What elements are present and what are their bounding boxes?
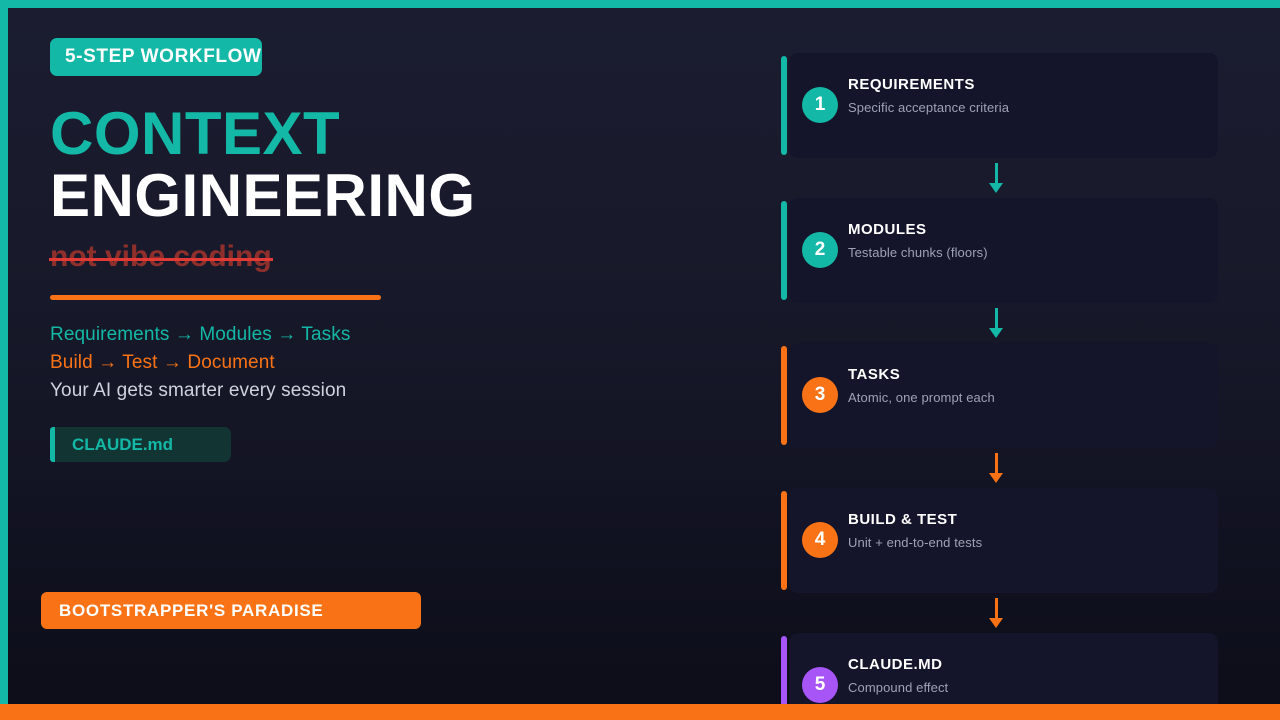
step-desc-3: Atomic, one prompt each [848,390,995,405]
bullet-item-3: Your AI gets smarter every session [50,380,347,401]
connector-arrowhead-2 [989,328,1003,338]
step-title-2: MODULES [848,221,927,238]
step-text-4: BUILD & TEST Unit + end-to-end tests [848,510,1198,551]
step-title-1: REQUIREMENTS [848,76,975,93]
step-connector-arrow-4 [781,593,1211,633]
workflow-step-1[interactable]: 1 REQUIREMENTS Specific acceptance crite… [781,53,1218,158]
step-accent-bar-5 [781,636,787,720]
connector-arrowhead-4 [989,618,1003,628]
step-number-badge-1: 1 [802,87,838,123]
connector-arrowhead-3 [989,473,1003,483]
connector-shaft-4 [995,598,998,620]
step-card-2 [789,198,1218,303]
left-content-column: 5-STEP WORKFLOW CONTEXT ENGINEERING not … [49,38,710,462]
connector-arrowhead-1 [989,183,1003,193]
bullet-item-2: Build → Test → Document [50,352,275,373]
claude-md-pill-label: CLAUDE.md [72,435,174,454]
step-connector-arrow-1 [781,158,1211,198]
step-title-4: BUILD & TEST [848,511,958,528]
step-title-3: TASKS [848,366,901,383]
step-text-2: MODULES Testable chunks (floors) [848,220,1198,261]
strikethrough-subtitle-text: not vibe coding [50,240,272,273]
step-title-5: CLAUDE.MD [848,656,943,673]
workflow-step-4[interactable]: 4 BUILD & TEST Unit + end-to-end tests [781,488,1218,593]
step-number-badge-3: 3 [802,377,838,413]
step-desc-2: Testable chunks (floors) [848,245,988,260]
page-title-line-1: CONTEXT [50,100,341,167]
orange-divider [50,295,381,300]
step-number-badge-2: 2 [802,232,838,268]
step-connector-arrow-2 [781,303,1211,343]
step-number-badge-4: 4 [802,522,838,558]
step-text-5: CLAUDE.MD Compound effect [848,655,1198,696]
strikethrough-bar [49,258,273,261]
step-accent-bar-2 [781,201,787,300]
step-accent-bar-1 [781,56,787,155]
step-connector-arrow-3 [781,448,1211,488]
claude-md-pill[interactable]: CLAUDE.md [50,427,231,462]
claude-md-pill-accent [50,427,55,462]
workflow-step-list: 1 REQUIREMENTS Specific acceptance crite… [781,53,1218,720]
step-desc-5: Compound effect [848,680,949,695]
connector-shaft-3 [995,453,998,475]
bullet-list: Requirements → Modules → Tasks Build → T… [50,321,710,405]
footer-badge[interactable]: BOOTSTRAPPER'S PARADISE [41,592,421,629]
step-accent-bar-4 [781,491,787,590]
page-title-line-2: ENGINEERING [50,162,476,229]
top-border-accent [0,0,1280,8]
step-text-1: REQUIREMENTS Specific acceptance criteri… [848,75,1198,116]
step-card-1 [789,53,1218,158]
page-title: CONTEXT ENGINEERING [50,103,710,227]
eyebrow-badge: 5-STEP WORKFLOW [50,38,262,76]
step-card-3 [789,343,1218,448]
step-number-badge-5: 5 [802,667,838,703]
bottom-border-accent [0,704,1280,720]
step-accent-bar-3 [781,346,787,445]
connector-shaft-1 [995,163,998,185]
step-desc-4: Unit + end-to-end tests [848,535,983,550]
step-desc-1: Specific acceptance criteria [848,100,1010,115]
left-border-accent [0,0,8,720]
step-card-4 [789,488,1218,593]
workflow-step-3[interactable]: 3 TASKS Atomic, one prompt each [781,343,1218,448]
step-text-3: TASKS Atomic, one prompt each [848,365,1198,406]
strikethrough-subtitle: not vibe coding [49,239,273,275]
bullet-item-1: Requirements → Modules → Tasks [50,324,351,345]
workflow-step-2[interactable]: 2 MODULES Testable chunks (floors) [781,198,1218,303]
connector-shaft-2 [995,308,998,330]
